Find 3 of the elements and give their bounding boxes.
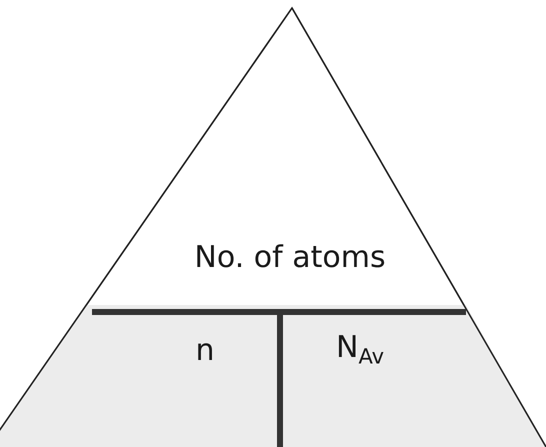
- quantity-label: n: [195, 334, 214, 366]
- quantity-label: N$_{Av}$: [336, 331, 384, 369]
- quantity-label: No. of atoms: [194, 240, 386, 274]
